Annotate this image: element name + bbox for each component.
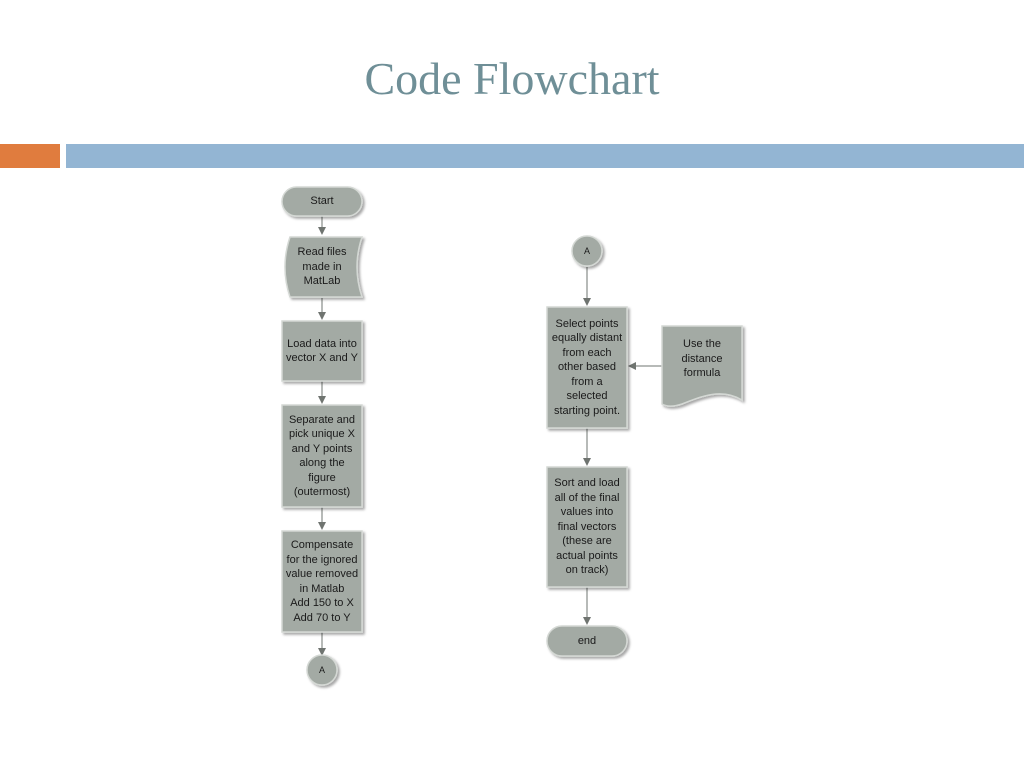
node-sort-load-label: Sort and load all of the final values in… [554,477,620,577]
slide-title: Code Flowchart [364,53,660,104]
node-read-files-label: Read files made in MatLab [297,246,347,288]
node-connector-out-shape [306,654,338,686]
node-select-points-label: Select points equally distant from each … [551,317,623,417]
node-connector-in-label: A [583,245,590,256]
connectors [318,216,662,656]
node-select-points-shape [546,306,628,429]
node-read-files-shape [284,236,364,298]
node-sort-load-shape [546,466,628,588]
node-distance-formula-shape [661,325,743,407]
node-separate-label: Separate and pick unique X and Y points … [288,413,356,499]
node-compensate-shape [281,530,363,633]
node-connector-in-shape [571,235,603,267]
node-start-label: Start [310,195,334,208]
node-load-data-shape [281,320,363,382]
node-distance-formula-label: Use the distance formula [681,338,723,380]
node-separate-shape [281,404,363,508]
accent-bar-orange [0,144,60,168]
node-load-data-label: Load data into vector X and Y [286,337,358,365]
node-connector-out-label: A [318,664,325,675]
node-start-shape [281,186,363,217]
node-compensate-label: Compensate for the ignored value removed… [285,539,359,624]
node-end-label: end [577,634,597,647]
accent-bar-blue [66,144,1024,168]
node-end-shape [546,625,628,657]
